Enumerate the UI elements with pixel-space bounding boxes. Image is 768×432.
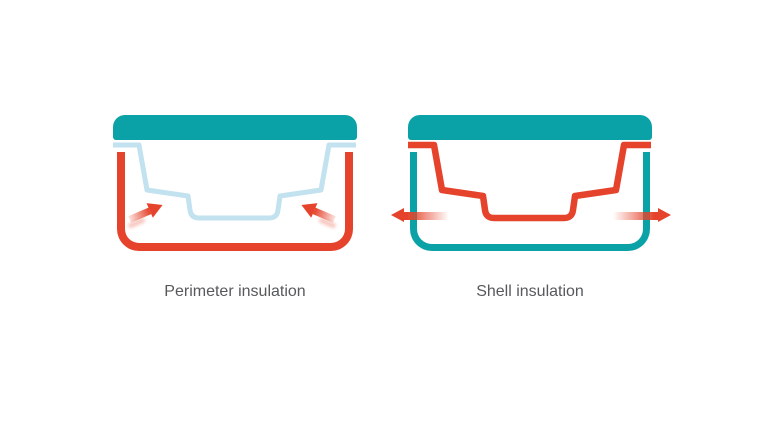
tub-lid-bar [113, 115, 357, 140]
tub-liner-profile [113, 142, 356, 221]
shell-insulation-liner-profile [408, 141, 651, 222]
perimeter-insulation-shell [117, 152, 353, 251]
heat-arrow-right-icon [658, 208, 671, 222]
heat-arrow-left-shaft [403, 212, 449, 220]
tub-lid-bar [408, 115, 652, 140]
figure-caption: Perimeter insulation [164, 283, 306, 300]
figure-caption: Shell insulation [476, 283, 584, 300]
heat-arrow-left-icon [391, 208, 404, 222]
outer-tub-shell [410, 152, 650, 251]
heat-arrow-right-shaft [613, 212, 659, 220]
